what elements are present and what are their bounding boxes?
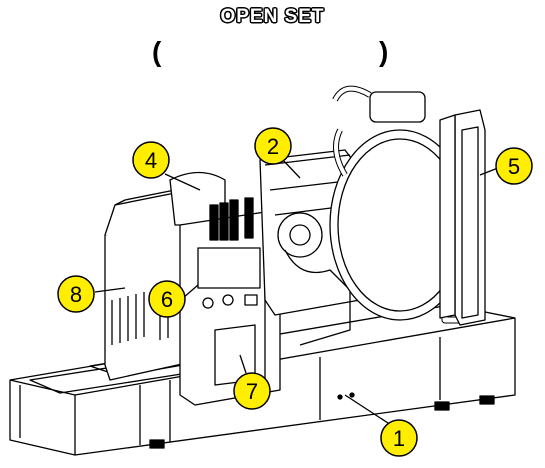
svg-text:2: 2	[267, 134, 279, 159]
radiator	[439, 109, 486, 326]
svg-text:1: 1	[393, 426, 405, 451]
callout-5: 5	[495, 147, 533, 185]
callout-7: 7	[233, 372, 271, 410]
leader-lines	[94, 158, 499, 424]
callout-8: 8	[57, 275, 95, 313]
diagram-title: OPEN SET	[220, 6, 325, 27]
top-piping	[332, 85, 426, 177]
svg-text:8: 8	[70, 282, 82, 307]
paren-open: (	[152, 36, 162, 67]
svg-text:5: 5	[508, 154, 520, 179]
callout-2: 2	[254, 127, 292, 165]
callout-4: 4	[132, 141, 170, 179]
callout-6: 6	[148, 280, 186, 318]
callout-1: 1	[380, 419, 418, 457]
svg-text:7: 7	[246, 379, 258, 404]
paren-close: )	[379, 36, 389, 67]
svg-text:6: 6	[161, 287, 173, 312]
svg-text:4: 4	[145, 148, 157, 173]
